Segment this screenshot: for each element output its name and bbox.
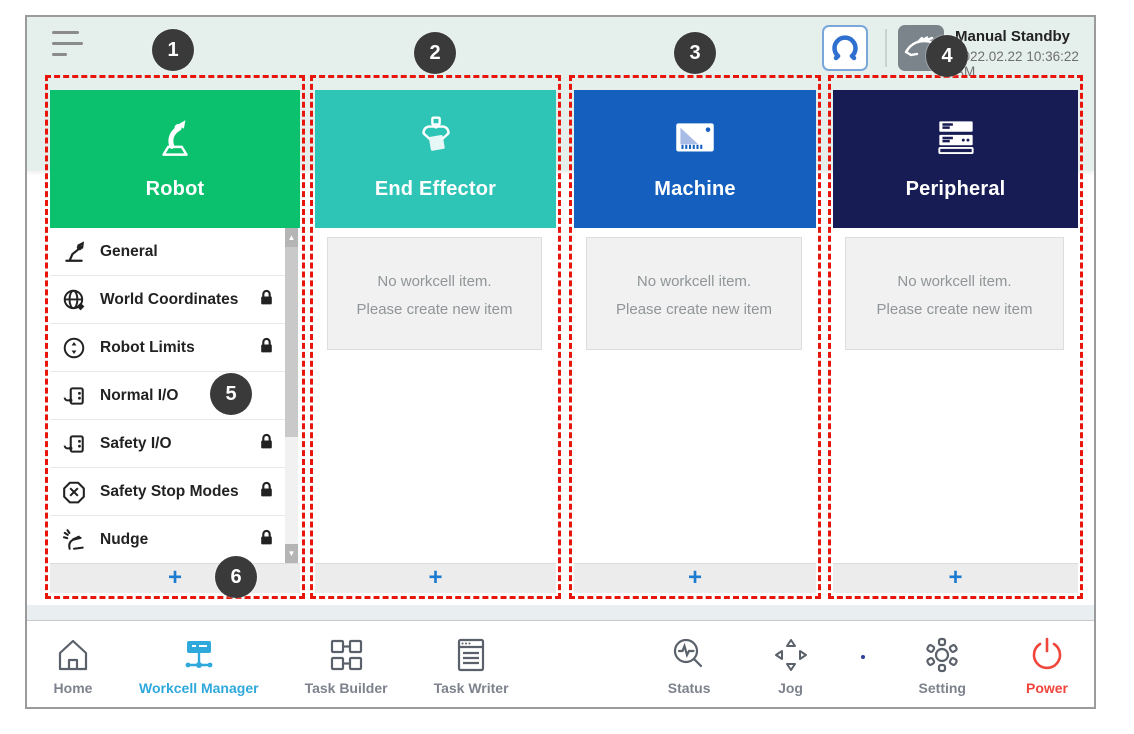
menu-hamburger-icon[interactable] [52, 31, 86, 59]
list-item-nudge[interactable]: Nudge [50, 516, 285, 563]
column-peripheral: Peripheral No workcell item. Please crea… [833, 90, 1078, 593]
empty-line: No workcell item. [377, 273, 492, 290]
scroll-up-button[interactable]: ▲ [285, 228, 298, 247]
empty-state: No workcell item. Please create new item [327, 237, 542, 350]
empty-line: No workcell item. [897, 273, 1012, 290]
peripheral-category-button[interactable]: Peripheral [833, 90, 1078, 228]
lock-icon [258, 289, 275, 311]
pendant-screen: Manual Standby 2022.02.22 10:36:22 AM Ro… [25, 15, 1096, 709]
column-title: Robot [145, 178, 205, 200]
add-machine-item-button[interactable]: + [574, 563, 816, 593]
list-item-safety-stop-modes[interactable]: Safety Stop Modes [50, 468, 285, 516]
lock-icon [258, 481, 275, 503]
annotation-badge-4: 4 [926, 35, 968, 77]
gripper-icon [824, 35, 866, 73]
lock-icon [258, 337, 275, 359]
jog-dpad-icon [771, 633, 811, 677]
list-item-label: Safety I/O [100, 434, 172, 452]
column-robot: Robot General World Coordinates [50, 90, 300, 593]
empty-state: No workcell item. Please create new item [586, 237, 802, 350]
nav-item-power[interactable]: Power [1020, 633, 1074, 696]
setting-gear-icon [922, 633, 962, 677]
content-nav-divider [27, 605, 1094, 620]
list-item-label: Robot Limits [100, 338, 195, 356]
world-coordinates-icon [62, 288, 88, 312]
nav-item-task-writer[interactable]: Task Writer [428, 633, 515, 696]
lock-icon [258, 433, 275, 455]
list-item-label: Normal I/O [100, 386, 179, 404]
nav-item-jog[interactable]: Jog [765, 633, 817, 696]
scroll-down-button[interactable]: ▼ [285, 544, 298, 563]
peripheral-icon [930, 110, 982, 166]
column-title: End Effector [374, 178, 497, 200]
add-robot-item-button[interactable]: + [50, 563, 300, 593]
home-icon [53, 633, 93, 677]
list-item-general[interactable]: General [50, 228, 285, 276]
lock-icon [258, 529, 275, 551]
robot-status: Manual Standby 2022.02.22 10:36:22 AM [955, 28, 1094, 79]
nav-item-status[interactable]: Status [662, 633, 717, 696]
nav-item-task-builder[interactable]: Task Builder [299, 633, 394, 696]
empty-line: Please create new item [616, 300, 772, 318]
status-magnifier-icon [669, 633, 709, 677]
empty-line: Please create new item [876, 300, 1033, 318]
tool-gripper-button[interactable] [822, 25, 868, 71]
stop-octagon-icon [62, 480, 88, 504]
end-effector-category-button[interactable]: End Effector [315, 90, 556, 228]
status-mode-label: Manual Standby [955, 28, 1071, 45]
io-port-icon [62, 432, 88, 456]
machine-icon [669, 110, 721, 166]
list-item-label: Safety Stop Modes [100, 482, 239, 500]
annotation-badge-3: 3 [674, 32, 716, 74]
list-item-safety-io[interactable]: Safety I/O [50, 420, 285, 468]
column-machine: Machine No workcell item. Please create … [574, 90, 816, 593]
annotation-badge-2: 2 [414, 32, 456, 74]
list-scrollbar[interactable]: ▲ ▼ [285, 228, 298, 563]
robot-arm-icon [149, 110, 201, 166]
annotation-badge-6: 6 [215, 556, 257, 598]
robot-settings-list: General World Coordinates Robot Limits [50, 228, 300, 563]
task-writer-icon [451, 633, 491, 677]
column-title: Machine [654, 178, 736, 200]
nudge-hand-icon [62, 528, 88, 552]
empty-line: No workcell item. [636, 273, 752, 290]
hand-gesture-icon [898, 36, 940, 71]
list-item-world-coordinates[interactable]: World Coordinates [50, 276, 285, 324]
annotation-badge-5: 5 [210, 373, 252, 415]
nav-item-setting[interactable]: Setting [913, 633, 972, 696]
nav-dot-indicator [860, 655, 865, 659]
header-divider [885, 29, 887, 67]
nav-item-workcell-manager[interactable]: Workcell Manager [133, 633, 265, 696]
column-title: Peripheral [905, 178, 1006, 200]
machine-category-button[interactable]: Machine [574, 90, 816, 228]
list-item-normal-io[interactable]: Normal I/O [50, 372, 285, 420]
robot-limits-icon [62, 336, 88, 360]
status-timestamp: 2022.02.22 10:36:22 AM [955, 49, 1079, 79]
robot-category-button[interactable]: Robot [50, 90, 300, 228]
power-icon [1027, 633, 1067, 677]
gripper-icon [410, 110, 462, 166]
bottom-navigation: Home Workcell Manager Task Builder Task … [27, 620, 1094, 707]
list-item-label: Nudge [100, 530, 149, 548]
nav-item-home[interactable]: Home [47, 633, 99, 696]
workcell-manager-icon [179, 633, 219, 677]
column-end-effector: End Effector No workcell item. Please cr… [315, 90, 556, 593]
scrollbar-thumb[interactable] [285, 247, 298, 437]
robot-general-icon [62, 240, 88, 264]
task-builder-icon [326, 633, 366, 677]
add-peripheral-item-button[interactable]: + [833, 563, 1078, 593]
annotation-badge-1: 1 [152, 29, 194, 71]
empty-state: No workcell item. Please create new item [845, 237, 1064, 350]
empty-line: Please create new item [356, 300, 513, 318]
list-item-label: World Coordinates [100, 290, 239, 308]
add-end-effector-item-button[interactable]: + [315, 563, 556, 593]
io-port-icon [62, 384, 88, 408]
list-item-robot-limits[interactable]: Robot Limits [50, 324, 285, 372]
list-item-label: General [100, 242, 158, 260]
